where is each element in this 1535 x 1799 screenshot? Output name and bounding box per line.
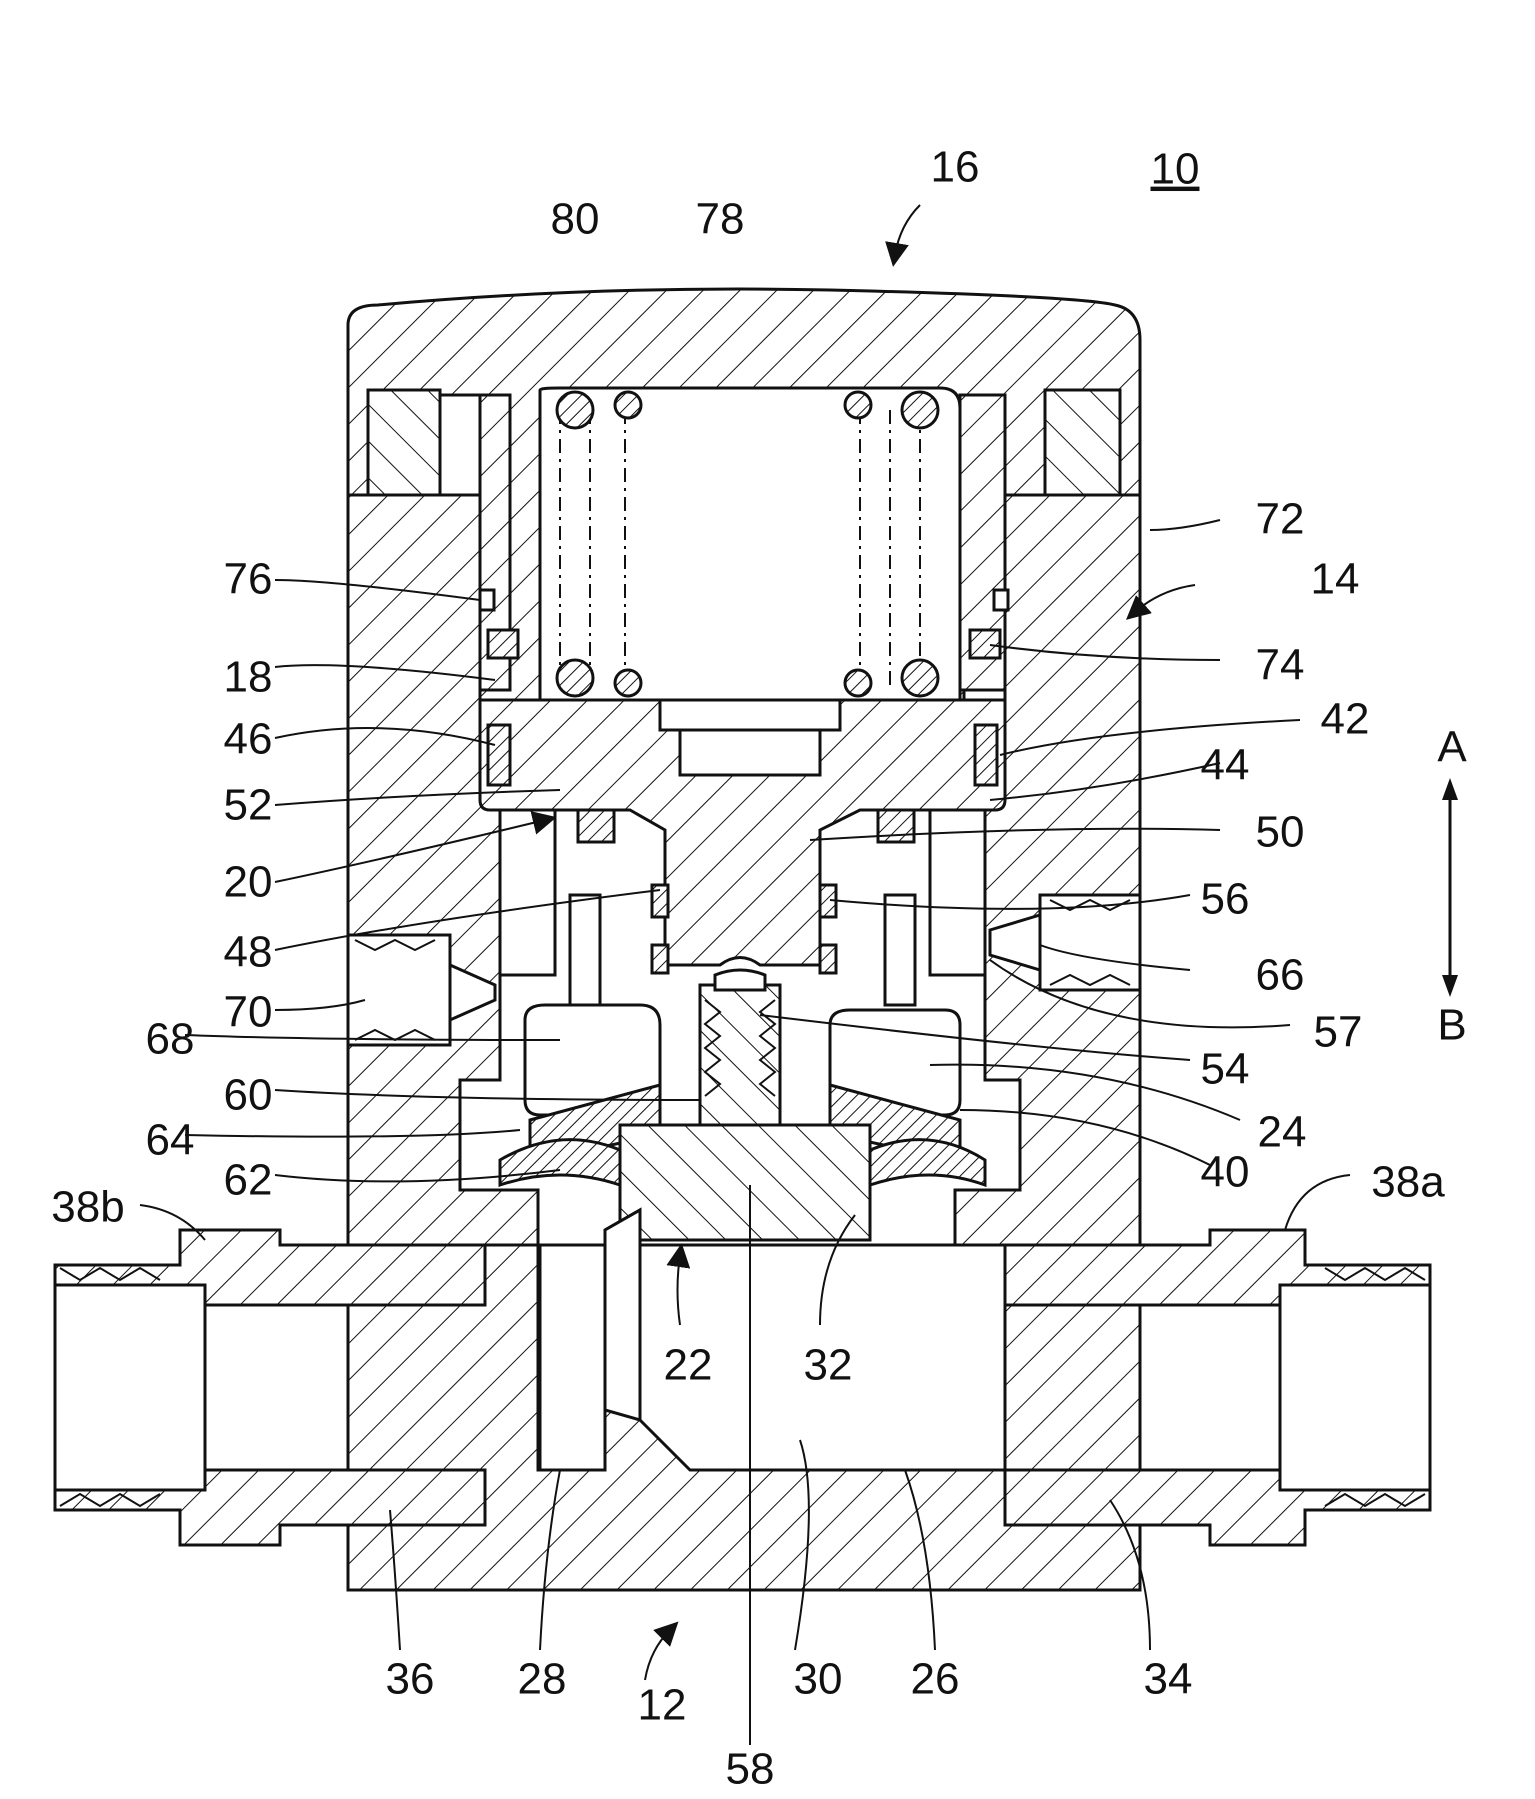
label-38a: 38a bbox=[1371, 1158, 1445, 1207]
label-54: 54 bbox=[1201, 1045, 1250, 1094]
label-46: 46 bbox=[224, 715, 273, 764]
label-16: 16 bbox=[931, 143, 980, 192]
label-56: 56 bbox=[1201, 875, 1250, 924]
label-66: 66 bbox=[1256, 951, 1305, 1000]
label-42: 42 bbox=[1321, 695, 1370, 744]
label-80: 80 bbox=[551, 195, 600, 244]
label-24: 24 bbox=[1258, 1108, 1307, 1157]
label-30: 30 bbox=[794, 1655, 843, 1704]
label-34: 34 bbox=[1144, 1655, 1193, 1704]
label-78: 78 bbox=[696, 195, 745, 244]
label-20: 20 bbox=[224, 858, 273, 907]
label-22: 22 bbox=[664, 1341, 713, 1390]
direction-arrow-a-b bbox=[1442, 778, 1458, 997]
label-B: B bbox=[1437, 1001, 1466, 1050]
label-A: A bbox=[1437, 723, 1467, 772]
label-32: 32 bbox=[804, 1341, 853, 1390]
label-40: 40 bbox=[1201, 1148, 1250, 1197]
label-44: 44 bbox=[1201, 741, 1250, 790]
label-68: 68 bbox=[146, 1015, 195, 1064]
label-72: 72 bbox=[1256, 495, 1305, 544]
label-64: 64 bbox=[146, 1116, 195, 1165]
label-52: 52 bbox=[224, 781, 273, 830]
label-36: 36 bbox=[386, 1655, 435, 1704]
label-28: 28 bbox=[518, 1655, 567, 1704]
label-76: 76 bbox=[224, 555, 273, 604]
label-38b: 38b bbox=[51, 1183, 124, 1232]
label-70: 70 bbox=[224, 988, 273, 1037]
piston-20 bbox=[480, 700, 1005, 973]
label-58: 58 bbox=[726, 1745, 775, 1794]
label-18: 18 bbox=[224, 653, 273, 702]
diaphragm-62 bbox=[500, 1125, 985, 1240]
label-57: 57 bbox=[1314, 1008, 1363, 1057]
label-50: 50 bbox=[1256, 808, 1305, 857]
label-26: 26 bbox=[911, 1655, 960, 1704]
label-14: 14 bbox=[1311, 555, 1360, 604]
label-12: 12 bbox=[638, 1681, 687, 1730]
label-10: 10 bbox=[1151, 145, 1200, 194]
label-48: 48 bbox=[224, 928, 273, 977]
label-60: 60 bbox=[224, 1071, 273, 1120]
label-62: 62 bbox=[224, 1156, 273, 1205]
label-74: 74 bbox=[1256, 641, 1305, 690]
